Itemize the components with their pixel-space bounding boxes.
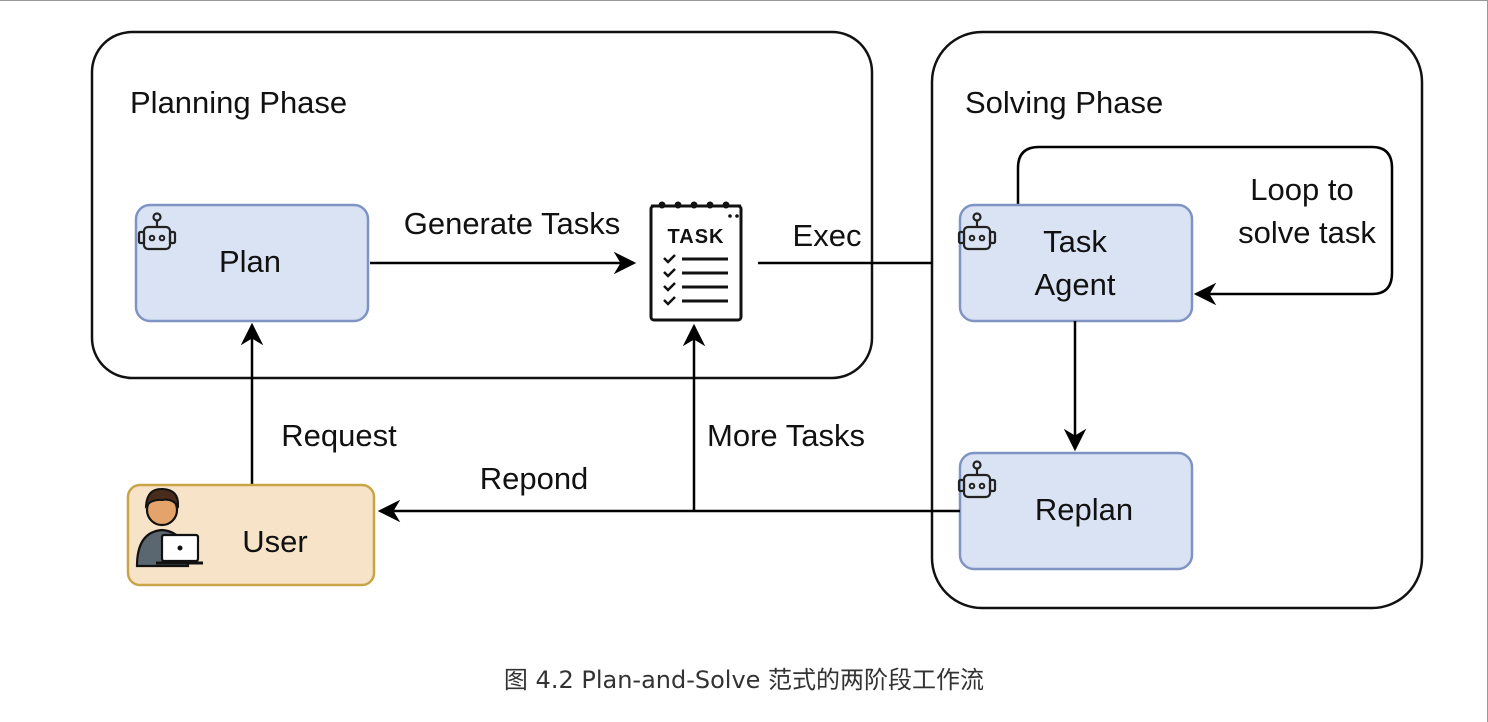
task-agent-label-line2: Agent [1034,267,1115,302]
loop-label-line2: solve task [1238,215,1376,250]
exec-label: Exec [793,218,862,253]
task-agent-label-line1: Task [1043,224,1107,259]
user-laptop-icon [135,487,203,568]
solving-phase-title: Solving Phase [965,85,1163,120]
generate-tasks-label: Generate Tasks [404,206,621,241]
figure-caption: 图 4.2 Plan-and-Solve 范式的两阶段工作流 [503,666,985,694]
task-checklist-icon: TASK [649,201,743,322]
user-label: User [242,524,307,559]
replan-label: Replan [1035,492,1133,527]
task-list-label: TASK [668,226,725,248]
solving-phase-container [930,30,1424,610]
task-agent-node: Task Agent [957,203,1194,323]
plan-node: Plan [134,203,370,323]
more-tasks-label: More Tasks [707,418,865,453]
loop-edge [1016,145,1394,306]
replan-node: Replan [957,451,1194,571]
loop-label-line1: Loop to [1250,172,1353,207]
planning-phase-title: Planning Phase [130,85,347,120]
request-label: Request [281,418,397,453]
plan-label: Plan [219,244,281,279]
planning-phase-container [90,30,874,380]
respond-label: Repond [480,461,589,496]
user-node: User [126,483,376,587]
top-border [0,0,1488,1]
